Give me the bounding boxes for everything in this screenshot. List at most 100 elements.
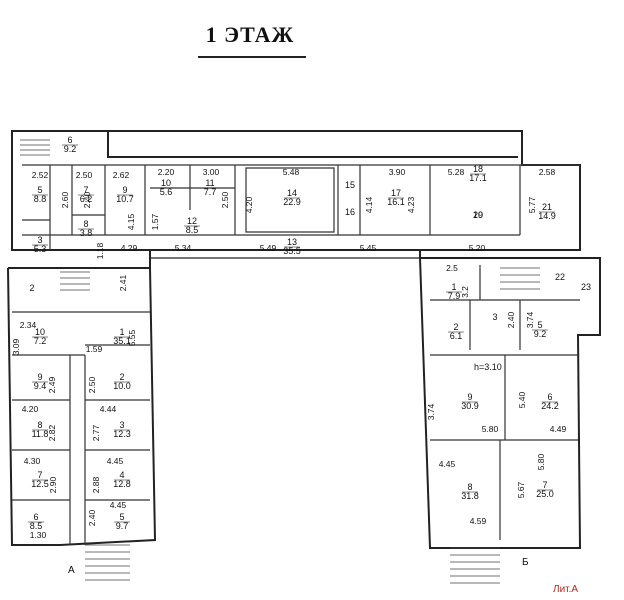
- dimension-label: 2.49: [47, 376, 57, 393]
- room-number: 3: [119, 420, 124, 430]
- dimension-label: 4.30: [24, 456, 41, 466]
- dimension-label: 1.18: [95, 242, 105, 259]
- room-number: 3: [37, 235, 42, 245]
- room-area: 14.9: [538, 211, 556, 221]
- room-number: 9: [467, 392, 472, 402]
- room-number: 6: [67, 135, 72, 145]
- room-number: 7: [37, 470, 42, 480]
- stairs: [20, 139, 540, 584]
- room-area: 31.8: [461, 491, 479, 501]
- room-number: 17: [391, 188, 401, 198]
- room-number: 7: [542, 480, 547, 490]
- room-area: 35.5: [283, 246, 301, 256]
- dimension-label: 4.45: [439, 459, 456, 469]
- dimension-label: 4.20: [22, 404, 39, 414]
- room-area: 9.4: [34, 381, 47, 391]
- room-area: 8.5: [30, 521, 43, 531]
- room-number: 2: [29, 283, 34, 293]
- room-number: 23: [581, 282, 591, 292]
- dimension-label: 3.90: [389, 167, 406, 177]
- dimension-label: 2.88: [91, 476, 101, 493]
- dimension-label: 3.74: [426, 403, 436, 420]
- dimension-label: 5.80: [536, 453, 546, 470]
- dimension-label: 2.50: [87, 376, 97, 393]
- room-area: 35.1: [113, 336, 131, 346]
- room-number: 5: [37, 185, 42, 195]
- room-number: 2: [453, 322, 458, 332]
- dimension-label: 4.20: [244, 196, 254, 213]
- room-number: 3: [492, 312, 497, 322]
- room-number: 10: [161, 178, 171, 188]
- room-area: 10.7: [116, 194, 134, 204]
- room-area: 7.2: [34, 336, 47, 346]
- dimension-label: 2.60: [60, 191, 70, 208]
- room-area: 25.0: [536, 489, 554, 499]
- dimension-label: 2.58: [539, 167, 556, 177]
- room-area: 3.8: [80, 228, 93, 238]
- room-area: 9.2: [534, 329, 547, 339]
- dimension-label: 5.55: [127, 329, 137, 346]
- dimension-label: 4.49: [550, 424, 567, 434]
- dimension-label: 4.45: [110, 500, 127, 510]
- dimension-label: 4.44: [100, 404, 117, 414]
- dimension-label: 4.29: [121, 243, 138, 253]
- dimension-label: 3.00: [203, 167, 220, 177]
- room-area: 16.1: [387, 197, 405, 207]
- dimension-label: 4.14: [364, 196, 374, 213]
- room-area: 17.1: [469, 173, 487, 183]
- dimension-label: 3.74: [525, 311, 535, 328]
- room-area: 12.5: [31, 479, 49, 489]
- room-area: 11.8: [32, 429, 49, 439]
- room-number: 11: [205, 178, 214, 188]
- dimension-label: 2.20: [158, 167, 175, 177]
- room-area: 22.9: [283, 197, 301, 207]
- dimension-label: 2.40: [82, 191, 92, 208]
- room-labels: 69.258.876.283.8910.7105.6117.7128.51422…: [28, 135, 591, 531]
- dimension-label: 5.49: [260, 243, 277, 253]
- room-area: 9.7: [116, 521, 129, 531]
- dimension-label: 4.45: [107, 456, 124, 466]
- stair-label: Б: [522, 557, 529, 568]
- dimension-label: 2.34: [20, 320, 37, 330]
- dimension-label: 3.2: [460, 286, 470, 298]
- room-number: 4: [119, 470, 124, 480]
- room-area: 6.1: [450, 331, 463, 341]
- dimension-label: 1.30: [30, 530, 47, 540]
- room-number: 13: [287, 237, 297, 247]
- room-number: 6: [547, 392, 552, 402]
- dimension-label: 1.59: [86, 344, 103, 354]
- room-area: 30.9: [461, 401, 479, 411]
- dimension-label: 2.77: [91, 424, 101, 441]
- room-number: 19: [473, 210, 483, 220]
- dimension-label: 2.40: [87, 509, 97, 526]
- room-number: 1: [119, 327, 124, 337]
- room-area: 7.7: [204, 187, 217, 197]
- dimension-label: 2.50: [220, 191, 230, 208]
- room-number: 6: [33, 512, 38, 522]
- room-area: 5.3: [34, 244, 47, 254]
- dimension-label: 5.80: [482, 424, 499, 434]
- dimension-label: 4.23: [406, 196, 416, 213]
- dimension-label: 2.40: [506, 311, 516, 328]
- room-number: 8: [37, 420, 42, 430]
- dimension-label: 2.62: [113, 170, 130, 180]
- dimension-label: 2.41: [118, 274, 128, 291]
- dimension-label: 5.48: [283, 167, 300, 177]
- room-number: 15: [345, 180, 355, 190]
- dimension-label: 5.40: [517, 391, 527, 408]
- room-area: 12.8: [113, 479, 131, 489]
- dimension-label: 2.50: [76, 170, 93, 180]
- dimension-label: 3.09: [11, 338, 21, 355]
- dimension-label: 5.67: [516, 481, 526, 498]
- room-area: 8.5: [186, 225, 199, 235]
- room-number: 8: [83, 219, 88, 229]
- dimension-label: 5.77: [527, 196, 537, 213]
- room-number: 7: [83, 185, 88, 195]
- dimension-label: 5.34: [175, 243, 192, 253]
- room-area: 5.6: [160, 187, 173, 197]
- room-number: 22: [555, 272, 565, 282]
- room-number: 12: [187, 216, 197, 226]
- room-number: 9: [37, 372, 42, 382]
- room-number: 10: [35, 327, 45, 337]
- dimension-label: 2.5: [446, 263, 458, 273]
